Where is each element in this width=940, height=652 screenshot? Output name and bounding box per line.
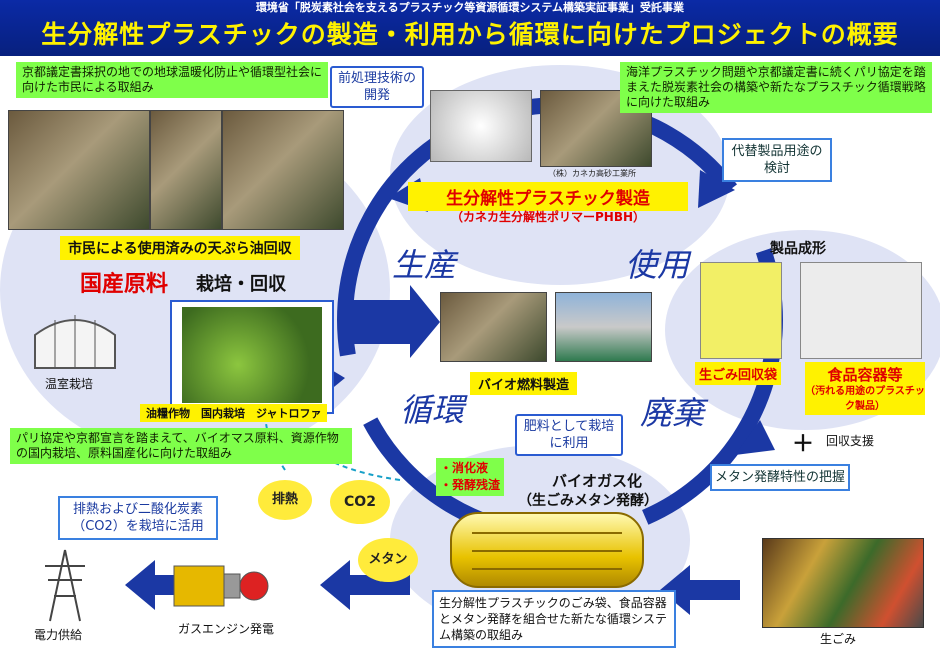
power-supply-label: 電力供給 (34, 628, 83, 642)
waste-bag-label: 生ごみ回収袋 (695, 362, 782, 385)
fertilizer-callout: 肥料として栽培に利用 (515, 414, 623, 456)
pellets-photo (430, 90, 532, 162)
citizen-initiative-note: 京都議定書採択の地での地球温暖化防止や循環型社会に向けた市民による取組み (16, 62, 328, 98)
jatropha-caption: 油糧作物 国内栽培 ジャトロファ (140, 404, 328, 422)
biofuel-plant-photo (440, 292, 547, 362)
food-waste-photo (762, 538, 924, 628)
bus-photo (555, 292, 652, 362)
food-waste-label: 生ごみ (820, 632, 857, 646)
food-container-photo (800, 262, 922, 359)
marine-plastic-note: 海洋プラスチック問題や京都議定書に続くパリ協定を踏まえた脱炭素社会の構築や新たな… (620, 62, 932, 113)
header-bar (0, 0, 940, 56)
bioplastic-production-title: 生分解性プラスチック製造 (408, 182, 688, 211)
digester-tank (450, 512, 644, 588)
gas-engine-icon (173, 565, 269, 607)
pretreatment-callout: 前処理技術の開発 (330, 66, 424, 108)
food-container-label: 食品容器等 (805, 362, 925, 385)
jatropha-photo (182, 307, 322, 403)
greenhouse-icon (34, 315, 116, 369)
citizen-photo-1 (8, 110, 150, 230)
greenhouse-label: 温室栽培 (45, 377, 94, 391)
collection-support-label: 回収支援 (826, 434, 875, 448)
food-container-sub: （汚れる用途のプラスチック製品） (805, 382, 925, 415)
product-molding-title: 製品成形 (770, 241, 826, 257)
page-title: 生分解性プラスチックの製造・利用から循環に向けたプロジェクトの概要 (41, 20, 899, 49)
domestic-material-label: 国産原料 (80, 272, 169, 297)
digestate-liquid: ・消化液 (440, 461, 489, 475)
gas-engine-label: ガスエンジン発電 (178, 622, 275, 636)
citizen-photo-3 (222, 110, 344, 230)
biogas-sub: （生ごみメタン発酵） (518, 493, 658, 509)
header-subtitle: 環境省「脱炭素社会を支えるプラスチック等資源循環システム構築実証事業」受託事業 (255, 1, 685, 14)
digestate-residue: ・発酵残渣 (440, 478, 501, 492)
crop-box (170, 300, 334, 414)
waste-bag-photo (700, 262, 782, 359)
exhaust-heat-burst: 排熱 (258, 480, 312, 520)
power-tower-icon (45, 549, 85, 622)
citizen-photo-2 (150, 110, 222, 230)
cycle-use: 使用 (625, 246, 690, 284)
methane-burst: メタン (358, 538, 418, 582)
paris-agreement-note: パリ協定や京都宣言を踏まえて、バイオマス原料、資源作物の国内栽培、原料国産化に向… (10, 428, 352, 464)
biofuel-label: バイオ燃料製造 (470, 372, 578, 395)
cultivation-collection-label: 栽培・回収 (196, 274, 286, 295)
oil-collection-caption: 市民による使用済みの天ぷら油回収 (60, 236, 300, 260)
cycle-recycle: 循環 (400, 391, 465, 429)
methane-characteristics-callout: メタン発酵特性の把握 (710, 464, 850, 491)
new-system-note: 生分解性プラスチックのごみ袋、食品容器とメタン発酵を組合せた新たな循環システム構… (432, 590, 676, 648)
cycle-dispose: 廃棄 (640, 394, 705, 432)
co2-burst: CO2 (330, 480, 390, 524)
alternative-use-callout: 代替製品用途の検討 (722, 138, 832, 182)
plus-sign: ＋ (792, 432, 815, 457)
heat-co2-callout: 排熱および二酸化炭素（CO2）を栽培に活用 (58, 496, 218, 540)
digestate-box: ・消化液 ・発酵残渣 (436, 458, 505, 496)
company-label: （株）カネカ高砂工業所 (548, 169, 636, 178)
phbh-label: （カネカ生分解性ポリマーPHBH） (450, 210, 646, 224)
biogas-title: バイオガス化 (552, 472, 643, 490)
cycle-produce: 生産 (392, 246, 457, 284)
